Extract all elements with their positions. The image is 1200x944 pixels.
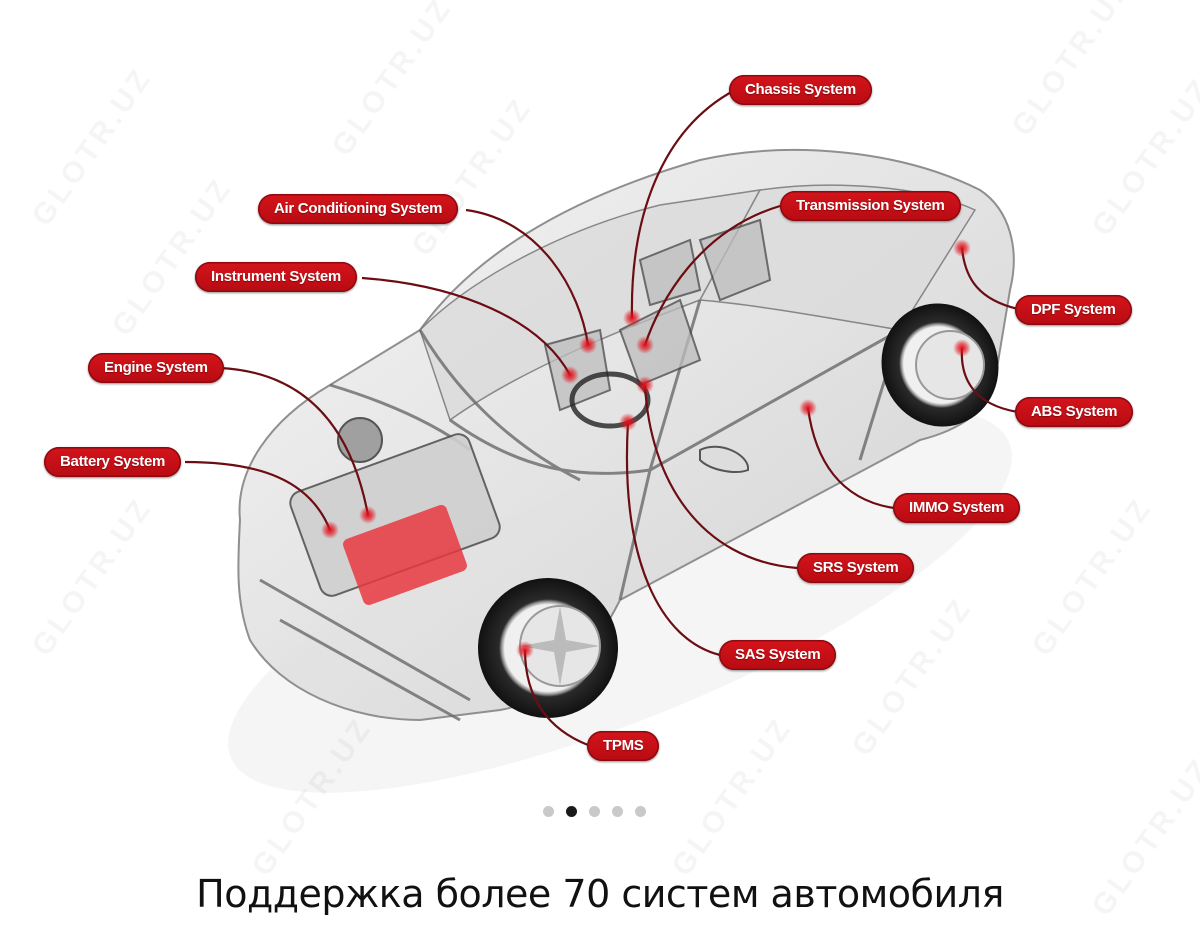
carousel-dot-4[interactable] [612,806,623,817]
engine-block [289,417,501,606]
label-air-conditioning-system: Air Conditioning System [258,194,459,224]
carousel-pagination [543,806,646,817]
label-abs-system: ABS System [1015,397,1134,427]
label-chassis-system: Chassis System [729,75,872,105]
label-engine-system: Engine System [88,353,224,383]
label-dpf-system: DPF System [1015,295,1132,325]
label-tpms: TPMS [587,731,660,761]
hotspots [321,239,971,659]
label-sas-system: SAS System [719,640,837,670]
label-srs-system: SRS System [797,553,915,583]
slide-caption: Поддержка более 70 систем автомобиля [196,872,1004,916]
front-wheel [478,578,618,718]
carousel-dot-5[interactable] [635,806,646,817]
carousel-dot-3[interactable] [589,806,600,817]
carousel-dot-2-active[interactable] [566,806,577,817]
label-transmission-system: Transmission System [780,191,961,221]
carousel-dot-1[interactable] [543,806,554,817]
label-battery-system: Battery System [44,447,182,477]
label-instrument-system: Instrument System [195,262,357,292]
label-immo-system: IMMO System [893,493,1021,523]
